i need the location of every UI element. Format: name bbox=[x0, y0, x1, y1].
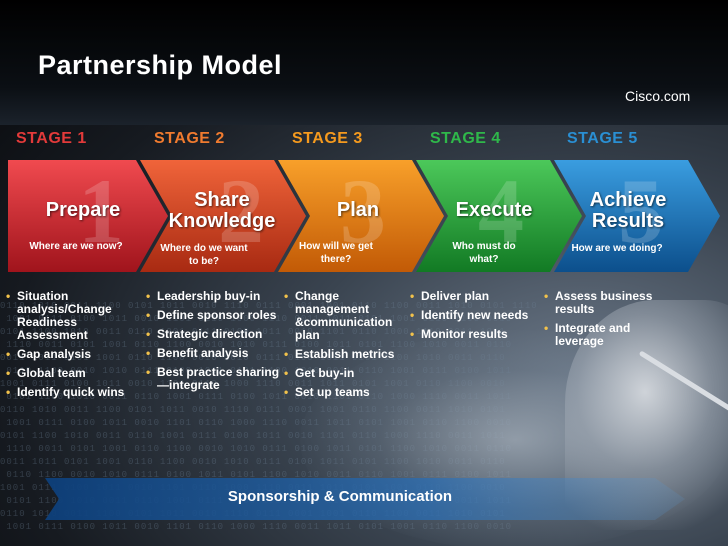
stage-3-question-line1: How will we get bbox=[299, 241, 373, 252]
stage-5-question: How are we doing? bbox=[571, 243, 663, 254]
stage-5-title: Achieve Results bbox=[576, 190, 680, 232]
stage-4-question-line1: Who must do bbox=[452, 241, 516, 252]
bullet-icon: • bbox=[146, 346, 151, 360]
stage-4-title: Execute bbox=[455, 199, 533, 221]
bullet-icon: • bbox=[284, 347, 289, 361]
stage-3-title: Plan bbox=[336, 199, 380, 221]
stage-2-label: STAGE 2 bbox=[154, 130, 225, 147]
bullet-icon: • bbox=[410, 327, 415, 341]
stage-5-list: •Assess business results •Integrate and … bbox=[544, 290, 680, 354]
bullet-icon: • bbox=[6, 347, 11, 361]
bullet-icon: • bbox=[410, 289, 415, 303]
stage-3-question: How will we get there? bbox=[286, 240, 386, 266]
list-item: •Assess business results bbox=[544, 289, 653, 316]
list-item: •Best practice sharing—integrate bbox=[146, 365, 280, 392]
stage-2-question-line2: to be? bbox=[189, 256, 219, 267]
list-item: •Monitor results bbox=[410, 327, 508, 341]
bullet-icon: • bbox=[410, 308, 415, 322]
list-item: •Situation analysis/Change Readiness Ass… bbox=[6, 289, 112, 342]
stage-2-title-line2: Knowledge bbox=[168, 210, 276, 232]
stage-2-question: Where do we want to be? bbox=[148, 242, 260, 268]
bullet-icon: • bbox=[284, 366, 289, 380]
stage-3-list: •Change management &communication plan •… bbox=[284, 290, 410, 405]
list-item: •Get buy-in bbox=[284, 366, 355, 380]
header-band bbox=[0, 0, 728, 125]
stage-3-chevron bbox=[278, 160, 444, 272]
list-item: •Leadership buy-in bbox=[146, 289, 261, 303]
stage-2-number: 2 bbox=[218, 160, 264, 262]
stage-4-list: •Deliver plan •Identify new needs •Monit… bbox=[410, 290, 540, 347]
bullet-icon: • bbox=[146, 289, 151, 303]
stage-3-question-line2: there? bbox=[320, 254, 352, 265]
bullet-icon: • bbox=[544, 289, 549, 303]
list-item: •Deliver plan bbox=[410, 289, 490, 303]
bullet-icon: • bbox=[6, 366, 11, 380]
stage-5-number: 5 bbox=[618, 160, 664, 262]
list-item: •Change management &communication plan bbox=[284, 289, 393, 342]
stage-2-question-line1: Where do we want bbox=[160, 243, 248, 254]
stage-1-label: STAGE 1 bbox=[16, 130, 87, 147]
stage-1-number: 1 bbox=[78, 160, 124, 262]
list-item: •Identify quick wins bbox=[6, 385, 125, 399]
slide-title: Partnership Model bbox=[38, 50, 283, 80]
stage-1-question: Where are we now? bbox=[29, 241, 123, 252]
stage-1-title: Prepare bbox=[45, 199, 121, 221]
bullet-icon: • bbox=[146, 308, 151, 322]
sponsorship-banner bbox=[45, 478, 685, 520]
list-item: •Gap analysis bbox=[6, 347, 92, 361]
stage-4-number: 4 bbox=[478, 160, 524, 262]
stage-2-title: Share Knowledge bbox=[162, 190, 282, 232]
list-item: •Identify new needs bbox=[410, 308, 529, 322]
stage-2-chevron bbox=[140, 160, 306, 272]
list-item: •Global team bbox=[6, 366, 86, 380]
bullet-icon: • bbox=[146, 365, 151, 379]
stage-5-label: STAGE 5 bbox=[567, 130, 638, 147]
stage-1-chevron bbox=[8, 160, 168, 272]
stage-4-chevron bbox=[416, 160, 582, 272]
bullet-icon: • bbox=[6, 289, 11, 303]
list-item: •Benefit analysis bbox=[146, 346, 249, 360]
bullet-icon: • bbox=[6, 385, 11, 399]
list-item: •Strategic direction bbox=[146, 327, 263, 341]
list-item: •Integrate and leverage bbox=[544, 321, 631, 348]
banner-label: Sponsorship & Communication bbox=[227, 488, 453, 505]
brand-logo-text: Cisco.com bbox=[625, 88, 691, 104]
stage-3-number: 3 bbox=[340, 160, 386, 262]
bullet-icon: • bbox=[284, 289, 289, 303]
stage-4-label: STAGE 4 bbox=[430, 130, 501, 147]
stage-2-title-line1: Share bbox=[194, 189, 250, 211]
stage-4-question: Who must do what? bbox=[436, 240, 532, 266]
bullet-icon: • bbox=[146, 327, 151, 341]
stage-4-question-line2: what? bbox=[469, 254, 499, 265]
stage-5-chevron bbox=[554, 160, 720, 272]
stage-3-label: STAGE 3 bbox=[292, 130, 363, 147]
stage-2-list: •Leadership buy-in •Define sponsor roles… bbox=[146, 290, 284, 398]
list-item: •Set up teams bbox=[284, 385, 370, 399]
bullet-icon: • bbox=[284, 385, 289, 399]
list-item: •Define sponsor roles bbox=[146, 308, 277, 322]
list-item: •Establish metrics bbox=[284, 347, 395, 361]
bullet-icon: • bbox=[544, 321, 549, 335]
stage-1-list: •Situation analysis/Change Readiness Ass… bbox=[6, 290, 146, 405]
stage-5-title-line2: Results bbox=[591, 210, 665, 232]
stage-5-title-line1: Achieve bbox=[589, 189, 667, 211]
